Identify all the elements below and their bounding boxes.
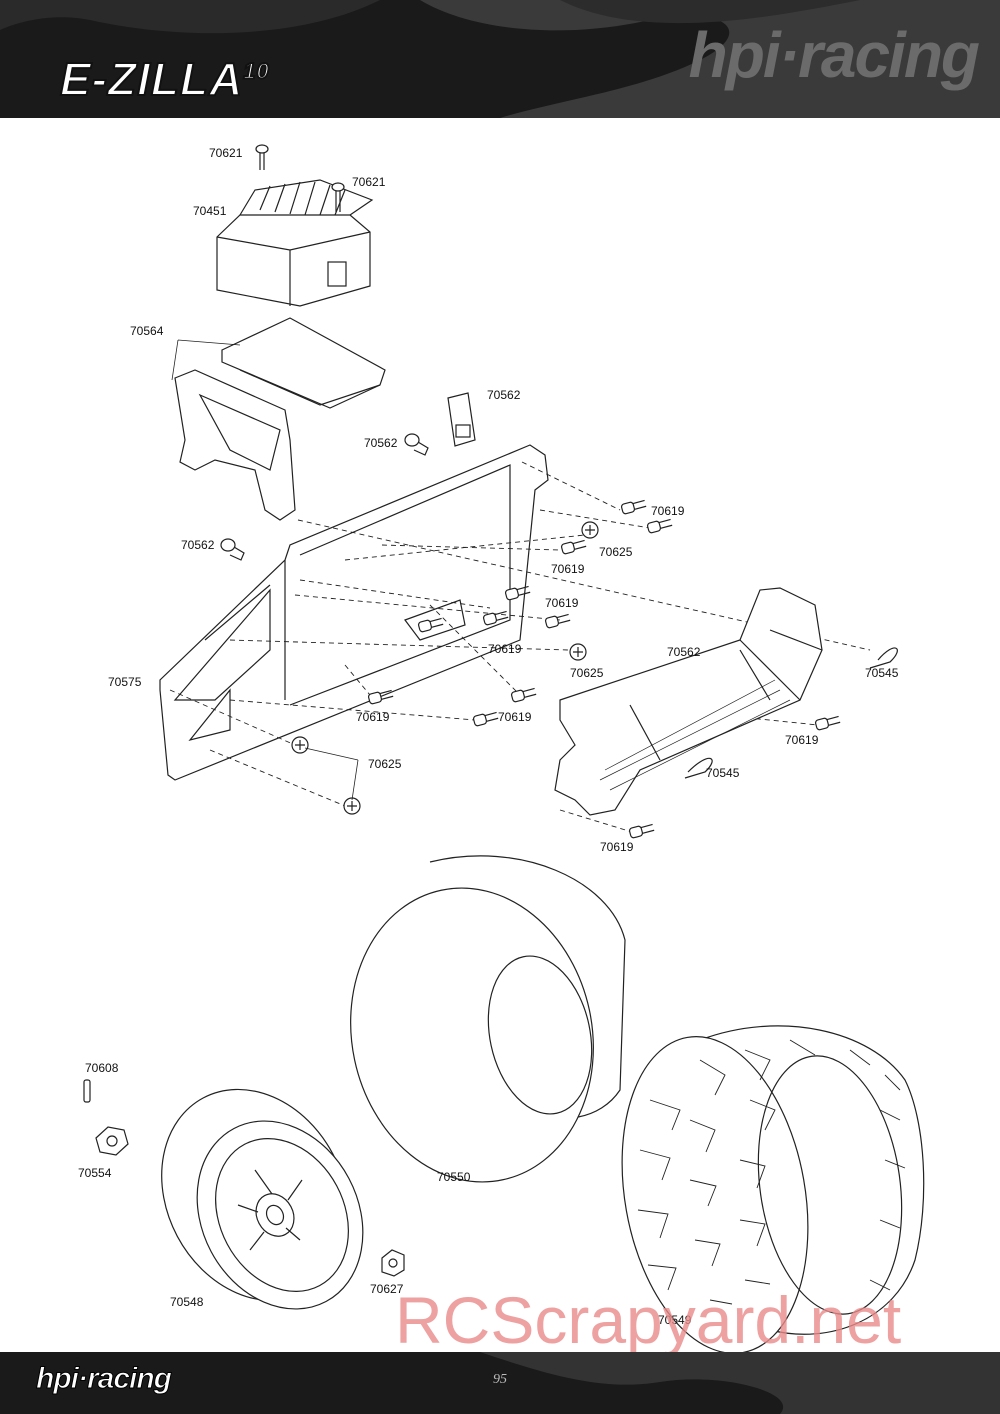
exploded-parts-diagram: 70621 70621 70451 70564 70562 70562 7061… (0, 118, 1000, 1352)
part-number-label: 70554 (78, 1166, 112, 1180)
part-number-label: 70619 (356, 710, 390, 724)
model-logo: E-ZILLA10 (59, 52, 270, 106)
part-number-label: 70621 (209, 146, 243, 160)
body-clip (684, 647, 898, 779)
part-number-label: 70625 (599, 545, 633, 559)
part-number-label: 70562 (487, 388, 521, 402)
page-number: 95 (493, 1372, 507, 1387)
page-footer: hpi·racing 95 (0, 1352, 1000, 1414)
part-number-label: 70548 (170, 1295, 204, 1309)
part-number-label: 70619 (600, 840, 634, 854)
part-number-label: 70545 (865, 666, 899, 680)
esc-mount-plate (221, 317, 386, 409)
brand-logo: hpi·racing (688, 19, 980, 91)
part-number-label: 70562 (364, 436, 398, 450)
part-number-label: 70619 (498, 710, 532, 724)
part-number-label: 70564 (130, 324, 164, 338)
screw-icon (291, 499, 841, 839)
battery-clip (447, 392, 476, 447)
hex-adapter (95, 1126, 129, 1156)
part-number-label: 70619 (545, 596, 579, 610)
chassis-plate (159, 444, 549, 781)
part-number-label: 70619 (785, 733, 819, 747)
part-number-label: 70451 (193, 204, 227, 218)
body-post (220, 433, 429, 561)
part-number-label: 70562 (667, 645, 701, 659)
leader-lines (171, 339, 359, 801)
part-number-label: 70619 (488, 642, 522, 656)
footer-brand-logo: hpi·racing (35, 1362, 172, 1396)
wheel-nut (381, 1249, 405, 1277)
part-number-label: 70625 (368, 757, 402, 771)
part-number-label: 70619 (651, 504, 685, 518)
battery-holder (554, 587, 823, 816)
part-number-label: 70562 (181, 538, 215, 552)
page-header: E-ZILLA10 hpi·racing (0, 0, 1000, 118)
part-number-label: 70627 (370, 1282, 404, 1296)
esc-unit (216, 179, 374, 307)
flame-graphic (0, 0, 1000, 118)
part-number-label: 70608 (85, 1061, 119, 1075)
part-number-label: 70550 (437, 1170, 471, 1184)
screw-icon (255, 144, 345, 212)
part-number-label: 70575 (108, 675, 142, 689)
flame-graphic (480, 1352, 1000, 1414)
drive-pin (83, 1079, 91, 1103)
wheel-rim (161, 1088, 364, 1310)
watermark: RCScrapyard.net (395, 1283, 902, 1357)
part-number-label: 70545 (706, 766, 740, 780)
tire-insert (350, 855, 626, 1183)
part-number-label: 70619 (551, 562, 585, 576)
part-number-label: 70549 (658, 1313, 692, 1327)
esc-mount-bracket (174, 369, 296, 521)
tire (621, 1025, 925, 1352)
part-number-label: 70625 (570, 666, 604, 680)
part-number-label: 70621 (352, 175, 386, 189)
